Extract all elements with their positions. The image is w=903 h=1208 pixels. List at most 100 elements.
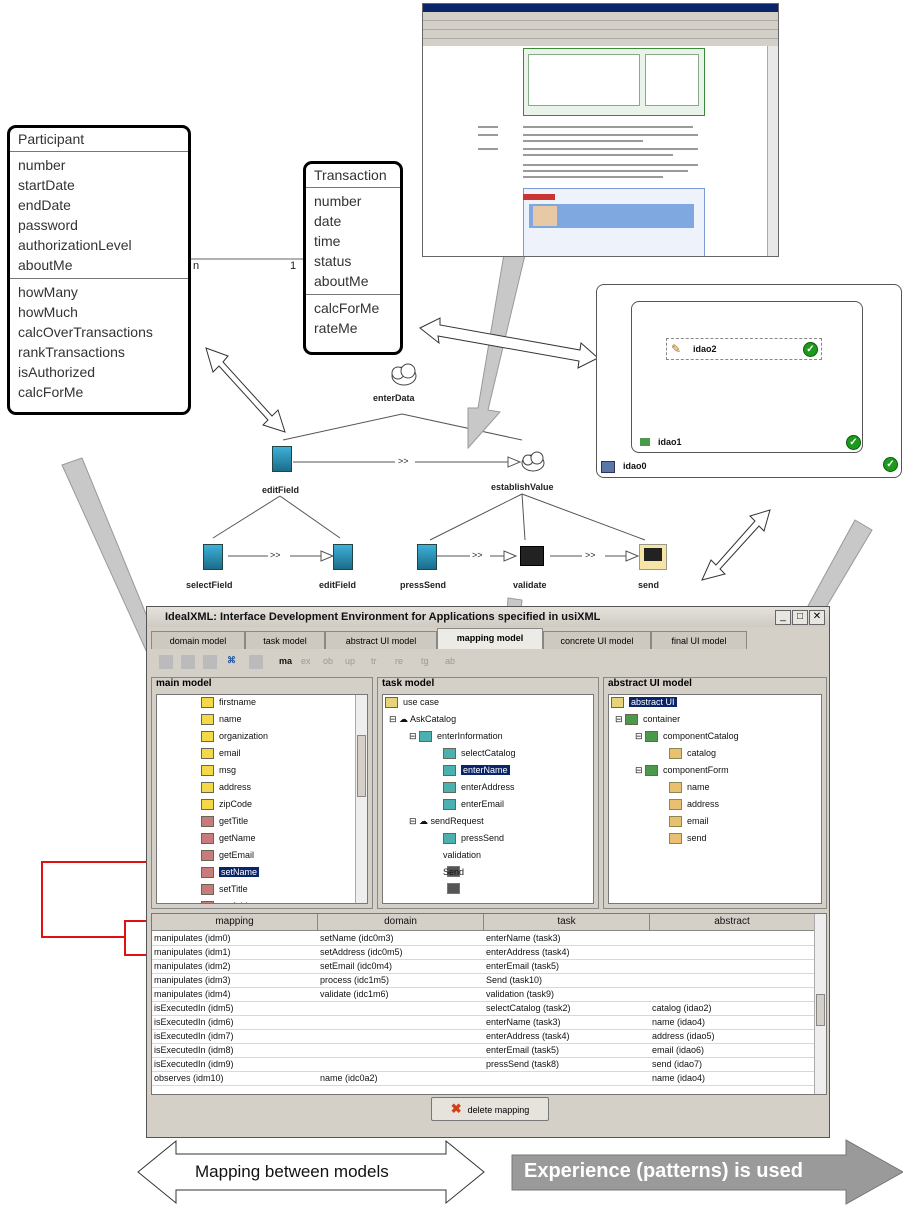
table-row[interactable]: isExecutedIn (idm7)enterAddress (task4)a… [152, 1029, 815, 1044]
tree-item[interactable]: ⊟ enterInformation [409, 731, 503, 742]
table-row[interactable]: isExecutedIn (idm9)pressSend (task8)send… [152, 1057, 815, 1072]
table-row[interactable]: manipulates (idm3)process (idc1m5)Send (… [152, 973, 815, 988]
validate-computer-icon [520, 546, 544, 566]
table-row[interactable]: isExecutedIn (idm8)enterEmail (task5)ema… [152, 1043, 815, 1058]
table-cell: isExecutedIn (idm9) [152, 1057, 318, 1071]
tree-item[interactable]: name [669, 782, 710, 793]
table-cell: address (idao5) [650, 1029, 815, 1043]
tree-item[interactable]: ⊟ container [615, 714, 680, 725]
press-send-label: pressSend [400, 580, 446, 590]
table-cell: setEmail (idc0m4) [318, 959, 484, 973]
tool-re[interactable]: re [395, 656, 403, 666]
table-scrollbar[interactable] [814, 914, 826, 1094]
tree-item[interactable]: zipCode [201, 799, 252, 810]
column-header[interactable]: mapping [152, 914, 318, 930]
tree-item[interactable]: getEmail [201, 850, 254, 861]
tree-item-selected[interactable]: abstract UI [611, 697, 677, 708]
method-icon [201, 884, 214, 895]
tree-item[interactable]: enterAddress [443, 782, 515, 793]
tool-icon[interactable] [249, 655, 263, 669]
establish-value-node [518, 448, 548, 474]
table-row[interactable]: isExecutedIn (idm6)enterName (task3)name… [152, 1015, 815, 1030]
press-send-icon [417, 544, 437, 570]
tool-ma[interactable]: ma [279, 656, 292, 666]
tool-icon[interactable] [159, 655, 173, 669]
close-button[interactable]: ✕ [809, 610, 825, 625]
tree-item[interactable]: getAddress [201, 901, 265, 904]
window-icon [601, 461, 615, 473]
participant-methods: howMany howMuch calcOverTransactions ran… [10, 278, 188, 405]
pencil-icon [669, 748, 682, 759]
multiplicity-1: 1 [290, 260, 296, 272]
tree-item[interactable]: ⊟ ☁ sendRequest [409, 816, 484, 827]
column-header[interactable]: abstract [650, 914, 815, 930]
tool-tr[interactable]: tr [371, 656, 377, 666]
maximize-button[interactable]: □ [792, 610, 808, 625]
tool-icon[interactable]: ⌘ [227, 655, 241, 669]
browser-titlebar [423, 4, 778, 12]
tree-item[interactable]: msg [201, 765, 236, 776]
tree-item[interactable]: selectCatalog [443, 748, 516, 759]
column-header[interactable]: task [484, 914, 650, 930]
tree-item[interactable]: enterEmail [443, 799, 504, 810]
domain-scrollbar[interactable] [355, 695, 367, 903]
tree-item[interactable]: name [201, 714, 242, 725]
table-cell: manipulates (idm4) [152, 987, 318, 1001]
table-row[interactable]: isExecutedIn (idm5)selectCatalog (task2)… [152, 1001, 815, 1016]
tree-item[interactable]: address [201, 782, 251, 793]
table-cell: validation (task9) [484, 987, 650, 1001]
task-model-panel: task model use case ⊟ ☁ AskCatalog ⊟ ent… [377, 677, 599, 909]
tree-item[interactable]: setTitle [201, 884, 248, 895]
pencil-icon [669, 799, 682, 810]
tree-item[interactable]: organization [201, 731, 268, 742]
tree-item[interactable]: ⊟ componentCatalog [635, 731, 739, 742]
tree-item[interactable]: use case [385, 697, 439, 708]
tool-ob[interactable]: ob [323, 656, 333, 666]
tab-final-ui-model[interactable]: final UI model [651, 631, 747, 649]
table-row[interactable]: observes (idm10)name (idc0a2)name (idao4… [152, 1071, 815, 1086]
transaction-attr: date [314, 211, 392, 231]
tree-item[interactable]: pressSend [443, 833, 504, 844]
tree-item[interactable]: ⊟ ☁ AskCatalog [389, 714, 456, 725]
tab-domain-model[interactable]: domain model [151, 631, 245, 649]
browser-menubar [423, 12, 778, 21]
tool-ex[interactable]: ex [301, 656, 311, 666]
method-icon [201, 901, 214, 904]
table-cell: enterEmail (task5) [484, 959, 650, 973]
tree-item[interactable]: getTitle [201, 816, 248, 827]
table-row[interactable]: manipulates (idm0)setName (idc0m3)enterN… [152, 931, 815, 946]
tab-abstract-ui-model[interactable]: abstract UI model [325, 631, 437, 649]
tree-item[interactable]: catalog [669, 748, 716, 759]
attribute-icon [201, 731, 214, 742]
tab-mapping-model[interactable]: mapping model [437, 628, 543, 649]
delete-mapping-button[interactable]: ✖delete mapping [431, 1097, 549, 1121]
table-row[interactable]: manipulates (idm1)setAddress (idc0m5)ent… [152, 945, 815, 960]
tool-icon[interactable] [181, 655, 195, 669]
tree-item[interactable]: firstname [201, 697, 256, 708]
tree-item-selected[interactable]: setName [201, 867, 259, 878]
tree-item[interactable]: Send [443, 867, 464, 877]
participant-method: calcForMe [18, 382, 180, 402]
tree-item[interactable]: email [669, 816, 709, 827]
table-cell: setAddress (idc0m5) [318, 945, 484, 959]
tree-item[interactable]: email [201, 748, 241, 759]
table-row[interactable]: manipulates (idm2)setEmail (idc0m4)enter… [152, 959, 815, 974]
tree-item[interactable]: getName [201, 833, 256, 844]
table-row[interactable]: manipulates (idm4)validate (idc1m6)valid… [152, 987, 815, 1002]
minimize-button[interactable]: _ [775, 610, 791, 625]
table-cell: isExecutedIn (idm5) [152, 1001, 318, 1015]
tree-item[interactable]: ⊟ componentForm [635, 765, 729, 776]
tree-item[interactable]: validation [443, 850, 481, 860]
tab-task-model[interactable]: task model [245, 631, 325, 649]
idao2-field: ✎ idao2 ✓ [666, 338, 822, 360]
tree-item-selected[interactable]: enterName [443, 765, 510, 776]
tool-tg[interactable]: tg [421, 656, 429, 666]
tool-ab[interactable]: ab [445, 656, 455, 666]
tab-concrete-ui-model[interactable]: concrete UI model [543, 631, 651, 649]
column-header[interactable]: domain [318, 914, 484, 930]
tool-icon[interactable] [203, 655, 217, 669]
domain-model-panel: main model firstname name organization e… [151, 677, 373, 909]
tree-item[interactable]: address [669, 799, 719, 810]
tool-up[interactable]: up [345, 656, 355, 666]
tree-item[interactable]: send [669, 833, 707, 844]
